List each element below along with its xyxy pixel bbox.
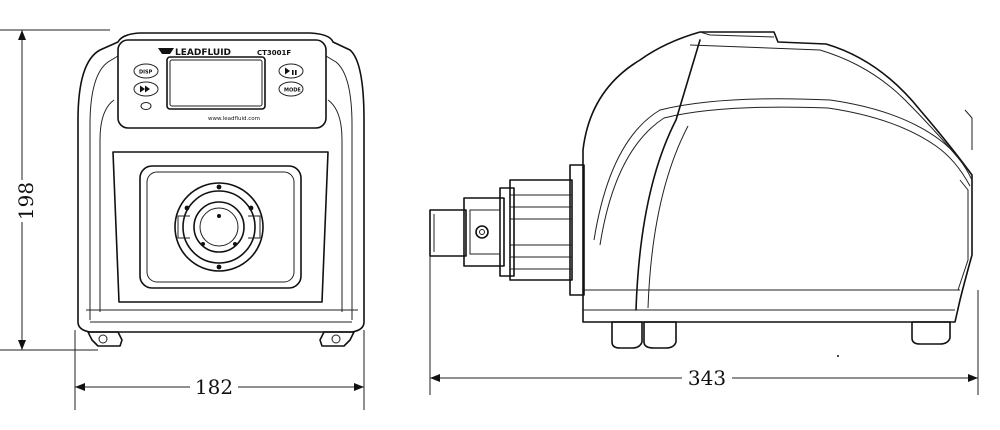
fast-forward-icon <box>140 85 150 93</box>
height-dimension: 198 <box>0 29 110 351</box>
prime-button[interactable] <box>133 81 159 97</box>
height-label: 198 <box>14 182 38 220</box>
length-dimension: 343 <box>429 256 979 395</box>
pump-head-front <box>174 182 264 272</box>
disp-button[interactable]: DISP <box>133 63 159 79</box>
status-led <box>140 102 152 110</box>
brand-logo: LEADFLUID <box>158 48 231 58</box>
width-dimension: 182 <box>74 330 365 410</box>
side-view <box>429 31 973 357</box>
model-text: CT3001F <box>257 49 291 57</box>
width-label: 182 <box>195 375 233 399</box>
pump-head-side <box>429 164 585 296</box>
svg-text:DISP: DISP <box>139 70 153 76</box>
brand-text: LEADFLUID <box>175 48 231 58</box>
svg-text:MODE: MODE <box>284 88 301 94</box>
length-label: 343 <box>688 366 726 390</box>
mode-button[interactable]: MODE <box>278 81 304 97</box>
website-text: www.leadfluid.com <box>208 116 260 122</box>
front-view: LEADFLUID CT3001F www.leadfluid.com DISP <box>77 32 365 347</box>
play-pause-icon <box>285 67 297 75</box>
run-stop-button[interactable] <box>278 63 304 79</box>
